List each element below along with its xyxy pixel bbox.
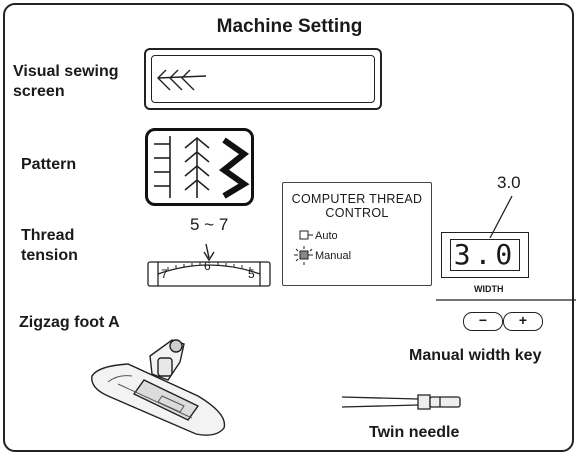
page-title: Machine Setting — [216, 16, 363, 37]
width-plus-key[interactable]: + — [503, 312, 543, 331]
visual-sewing-screen-inner — [151, 55, 375, 103]
width-display: 3.0 — [441, 232, 529, 278]
thread-control-title: COMPUTER THREAD CONTROL — [291, 192, 423, 220]
width-callout: 3.0 — [497, 173, 521, 192]
twin-needle-icon — [341, 394, 461, 410]
visual-screen-label: Visual sewing screen — [13, 63, 119, 100]
divider-line — [436, 299, 576, 301]
straight-stitch-icon — [154, 136, 171, 198]
thread-tension-label: Thread tension — [21, 227, 78, 264]
manual-width-key-label: Manual width key — [409, 347, 542, 364]
led-indicator-icon — [294, 230, 313, 265]
pattern-box — [145, 128, 254, 206]
width-display-value: 3.0 — [450, 239, 520, 271]
thread-control-panel: COMPUTER THREAD CONTROL Auto Manual — [282, 182, 432, 286]
tension-dial-icon — [147, 243, 271, 287]
tension-range: 5 ~ 7 — [190, 215, 229, 234]
diagram-frame — [3, 3, 574, 452]
pattern-label: Pattern — [21, 156, 77, 173]
dial-number-5: 5 — [248, 267, 255, 281]
option-manual: Manual — [315, 250, 352, 262]
arrow-stitch-icon — [184, 136, 210, 198]
zigzag-foot-icon — [91, 339, 226, 436]
callout-line — [489, 195, 513, 239]
zigzag-stitch-icon — [218, 137, 250, 199]
twin-needle-label: Twin needle — [369, 424, 460, 441]
width-display-label: WIDTH — [474, 284, 504, 294]
width-minus-key[interactable]: − — [463, 312, 503, 331]
zigzag-foot-label: Zigzag foot A — [19, 314, 120, 331]
option-auto: Auto — [315, 230, 338, 242]
visual-sewing-screen — [144, 48, 382, 110]
dial-number-7: 7 — [161, 267, 168, 281]
visual-screen-stitch-icon — [157, 69, 207, 91]
dial-number-6: 6 — [204, 259, 211, 273]
